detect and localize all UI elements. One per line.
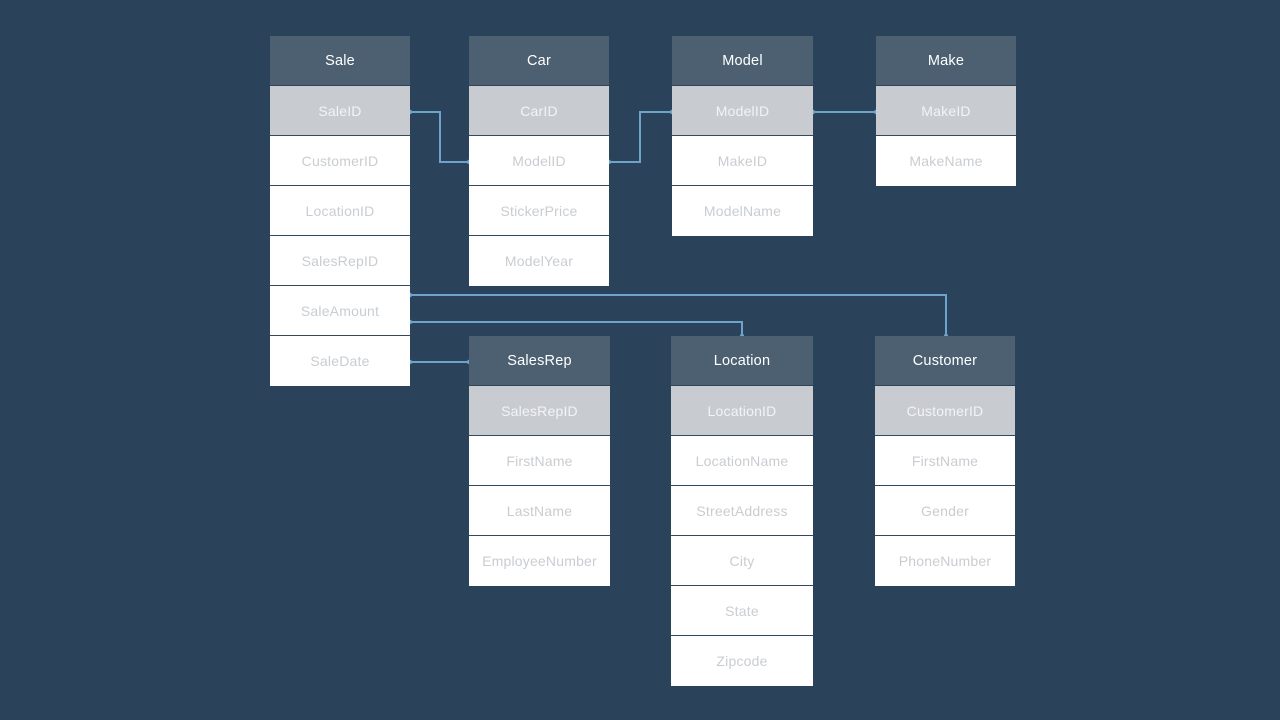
field-streetaddress[interactable]: StreetAddress [671,486,813,536]
field-gender[interactable]: Gender [875,486,1015,536]
field-makename[interactable]: MakeName [876,136,1016,186]
primary-key-field-customerid[interactable]: CustomerID [875,386,1015,436]
field-zipcode[interactable]: Zipcode [671,636,813,686]
field-modelid[interactable]: ModelID [469,136,609,186]
field-locationid[interactable]: LocationID [270,186,410,236]
entity-header-salesrep: SalesRep [469,336,610,386]
entity-header-location: Location [671,336,813,386]
entity-header-make: Make [876,36,1016,86]
field-modelname[interactable]: ModelName [672,186,813,236]
field-employeenumber[interactable]: EmployeeNumber [469,536,610,586]
primary-key-field-salesrepid[interactable]: SalesRepID [469,386,610,436]
field-firstname[interactable]: FirstName [469,436,610,486]
field-saleamount[interactable]: SaleAmount [270,286,410,336]
entity-header-car: Car [469,36,609,86]
field-lastname[interactable]: LastName [469,486,610,536]
relationship-line-car-model [609,111,672,163]
field-firstname[interactable]: FirstName [875,436,1015,486]
field-modelyear[interactable]: ModelYear [469,236,609,286]
field-stickerprice[interactable]: StickerPrice [469,186,609,236]
primary-key-field-makeid[interactable]: MakeID [876,86,1016,136]
entity-header-model: Model [672,36,813,86]
primary-key-field-carid[interactable]: CarID [469,86,609,136]
primary-key-field-locationid[interactable]: LocationID [671,386,813,436]
relationship-line-sale-car [410,111,469,163]
field-phonenumber[interactable]: PhoneNumber [875,536,1015,586]
entity-header-sale: Sale [270,36,410,86]
entity-header-customer: Customer [875,336,1015,386]
field-makeid[interactable]: MakeID [672,136,813,186]
field-city[interactable]: City [671,536,813,586]
relationship-line-sale-location [410,321,743,336]
field-salesrepid[interactable]: SalesRepID [270,236,410,286]
field-saledate[interactable]: SaleDate [270,336,410,386]
field-state[interactable]: State [671,586,813,636]
relationship-line-sale-customer [410,294,947,336]
field-locationname[interactable]: LocationName [671,436,813,486]
primary-key-field-modelid[interactable]: ModelID [672,86,813,136]
primary-key-field-saleid[interactable]: SaleID [270,86,410,136]
field-customerid[interactable]: CustomerID [270,136,410,186]
